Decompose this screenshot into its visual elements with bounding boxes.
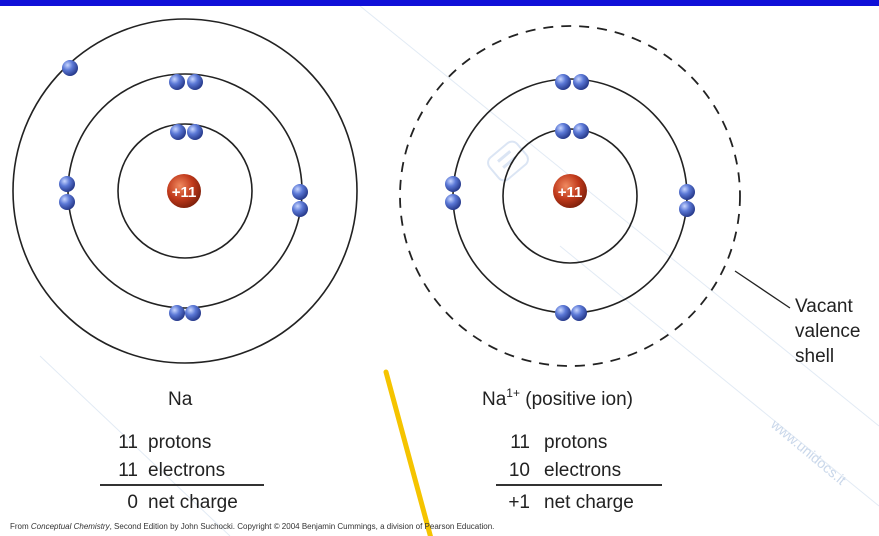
electron (555, 74, 571, 90)
electron (571, 305, 587, 321)
callout-line: Vacant (795, 294, 861, 319)
slide-canvas: +11 +11 www.unidocs.it Na Na1+ (positive… (0, 6, 879, 536)
electron (679, 201, 695, 217)
callout-line: shell (795, 344, 861, 369)
electron (59, 194, 75, 210)
atom-suffix: (positive ion) (520, 389, 633, 410)
electron (169, 74, 185, 90)
electron (573, 123, 589, 139)
net-label: net charge (148, 492, 238, 514)
net-value: 0 (98, 492, 138, 514)
nucleus-label: +11 (172, 184, 197, 201)
electrons-label: electrons (148, 460, 225, 482)
sum-line (100, 484, 264, 486)
atom-label-na-ion: Na1+ (positive ion) (482, 386, 633, 411)
sum-line (496, 484, 662, 486)
watermark-text: www.unidocs.it (767, 415, 849, 487)
watermark-lines (40, 6, 879, 536)
atom-na: +11 (13, 19, 357, 363)
credit-prefix: From (10, 522, 31, 531)
electron (679, 184, 695, 200)
electron (187, 124, 203, 140)
watermark-logo (485, 139, 531, 184)
electron (169, 305, 185, 321)
atom-label-na: Na (168, 386, 192, 411)
electrons-value: 11 (98, 460, 138, 482)
vacant-valence-shell-callout: Vacant valence shell (795, 294, 861, 369)
nucleus-label: +11 (558, 184, 583, 201)
electron (185, 305, 201, 321)
atom-diagram: +11 +11 www.unidocs.it (0, 6, 879, 536)
credit-line: From Conceptual Chemistry, Second Editio… (10, 522, 494, 531)
net-label: net charge (544, 492, 634, 514)
electron (170, 124, 186, 140)
annotation-stroke (386, 372, 432, 536)
credit-title: Conceptual Chemistry (31, 522, 110, 531)
protons-label: protons (148, 432, 211, 454)
credit-rest: , Second Edition by John Suchocki. Copyr… (110, 522, 495, 531)
callout-pointer (735, 271, 790, 308)
electron (445, 176, 461, 192)
atom-symbol: Na (168, 389, 192, 410)
electron (555, 305, 571, 321)
electrons-label: electrons (544, 460, 621, 482)
electron (292, 201, 308, 217)
electron (555, 123, 571, 139)
electron (59, 176, 75, 192)
electron (292, 184, 308, 200)
net-value: +1 (490, 492, 530, 514)
protons-label: protons (544, 432, 607, 454)
atom-na-ion: +11 (400, 26, 740, 366)
electron (445, 194, 461, 210)
electrons-value: 10 (490, 460, 530, 482)
electron (573, 74, 589, 90)
electron (62, 60, 78, 76)
atom-symbol: Na (482, 389, 506, 410)
atom-superscript: 1+ (506, 386, 520, 400)
callout-line: valence (795, 319, 861, 344)
electron (187, 74, 203, 90)
protons-value: 11 (98, 432, 138, 454)
protons-value: 11 (490, 432, 530, 454)
